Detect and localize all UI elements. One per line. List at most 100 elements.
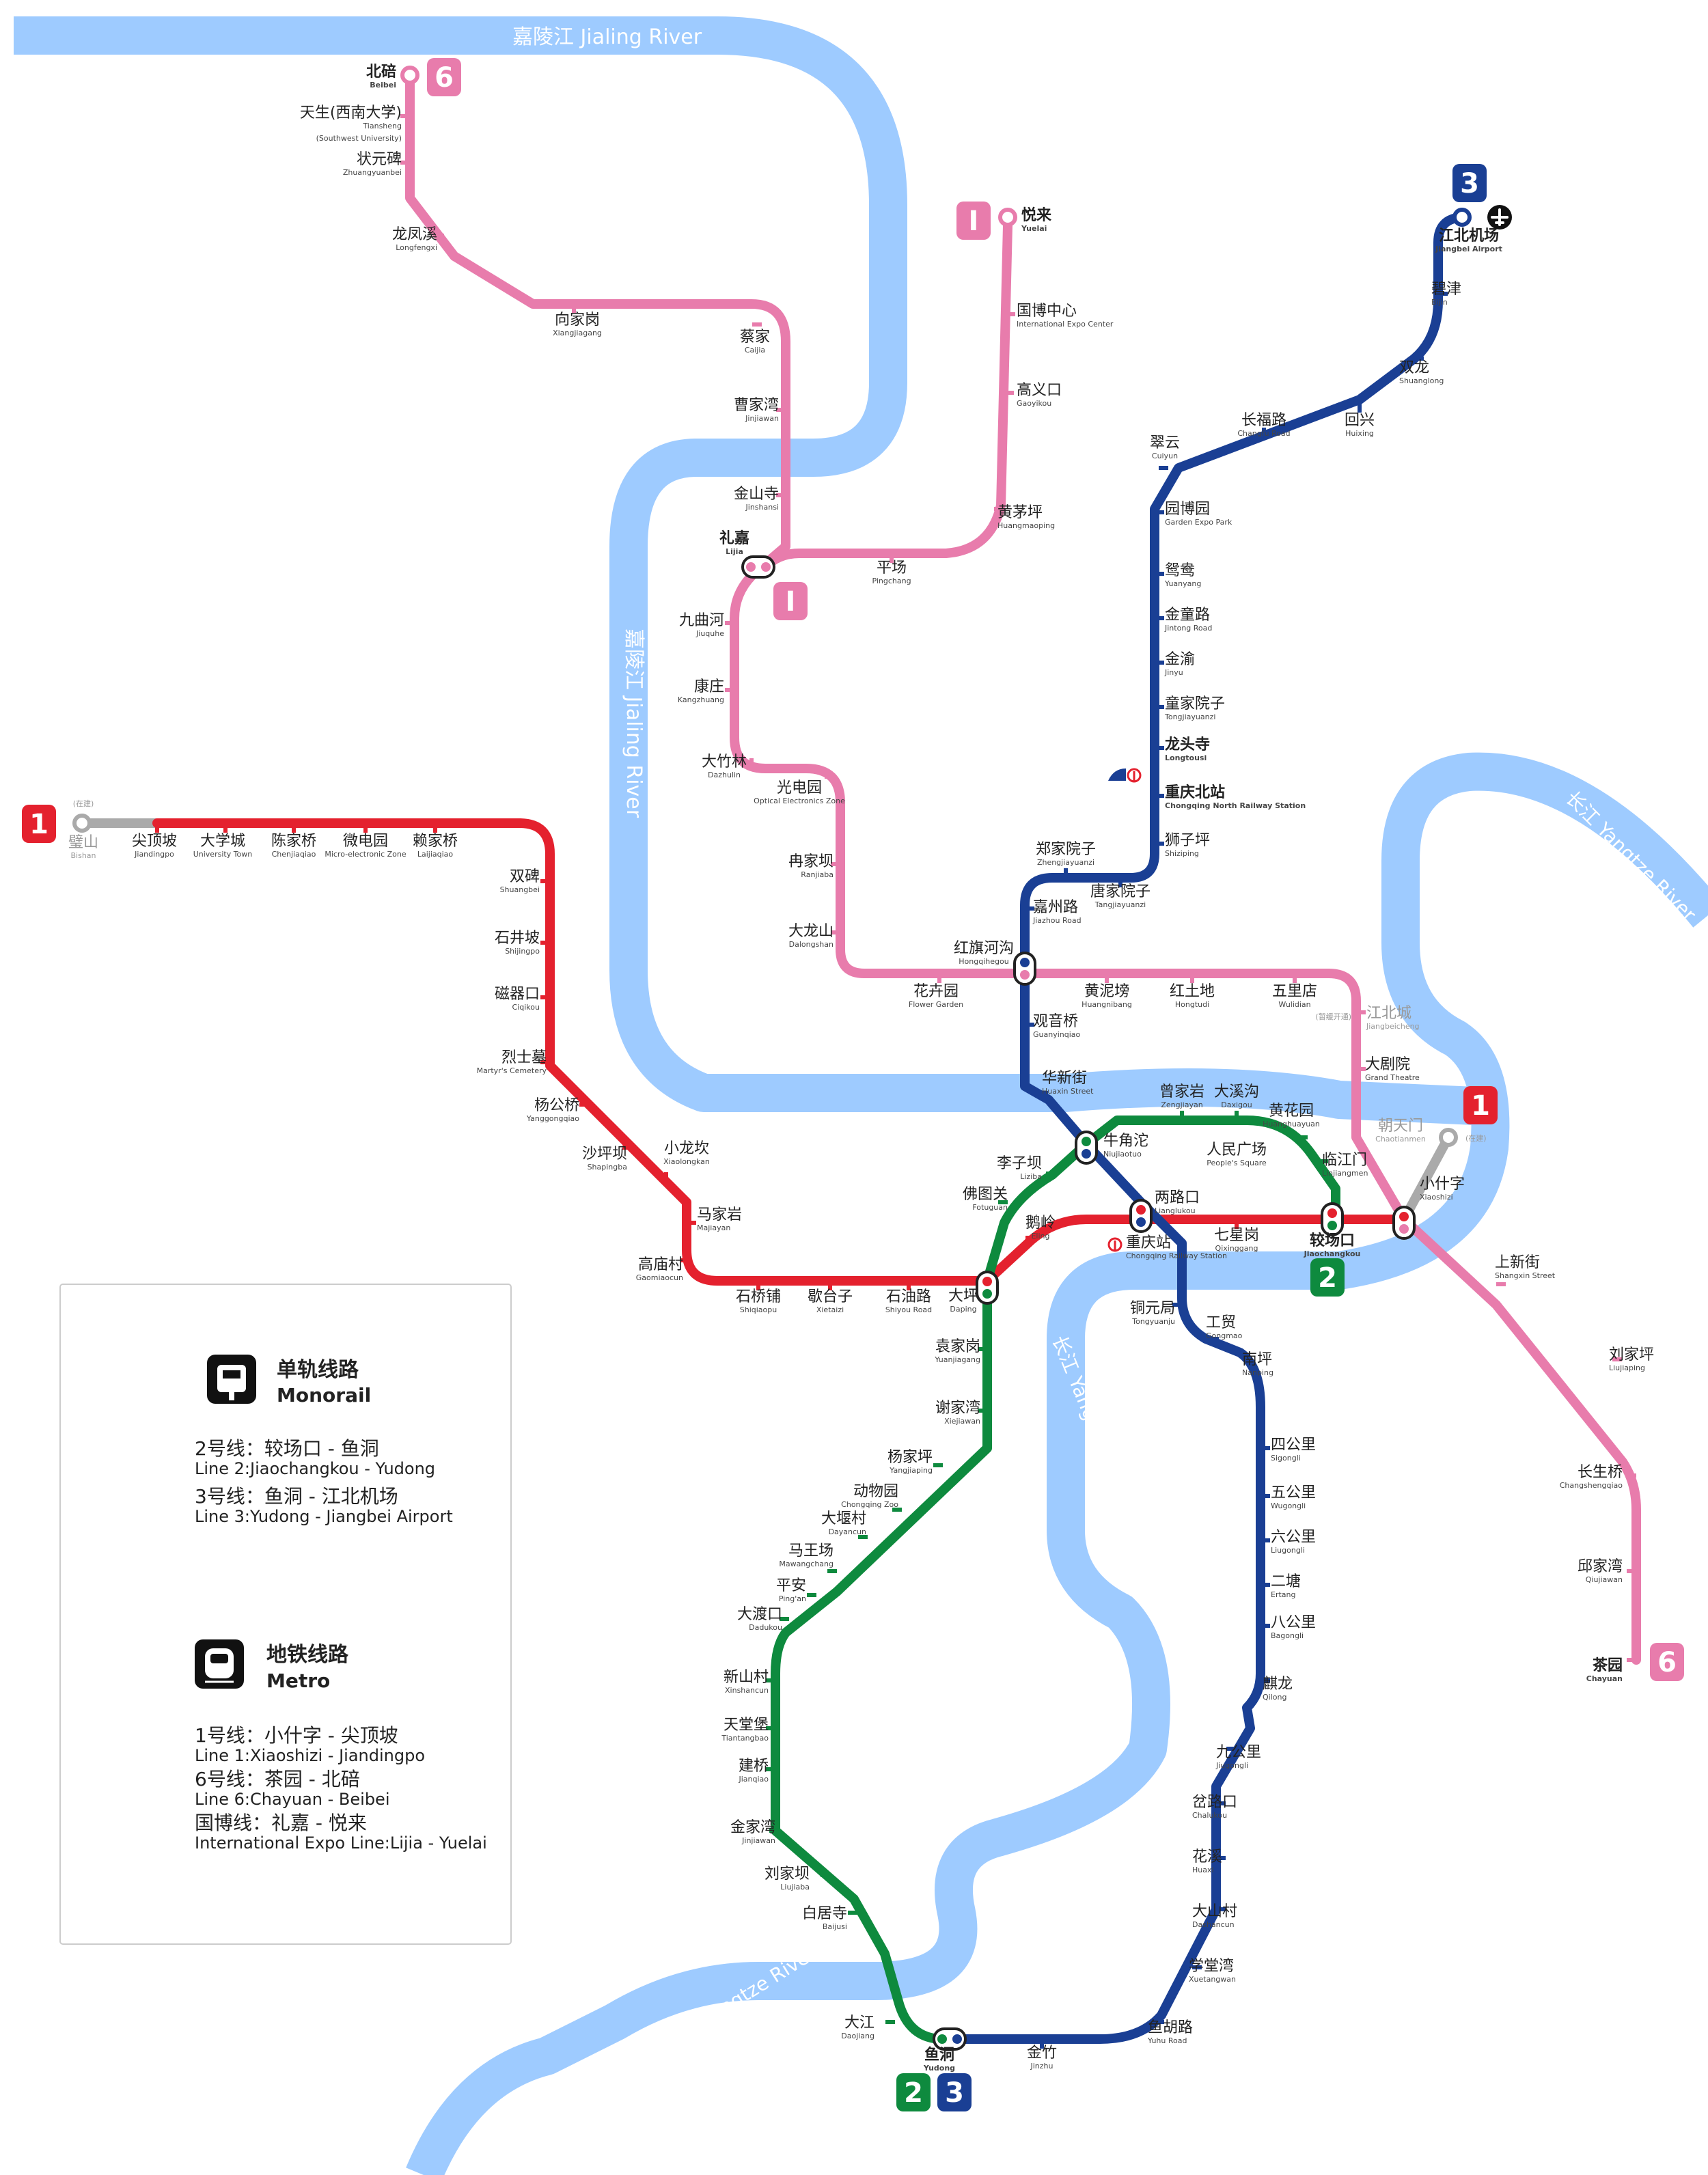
badge-line-1-east-number: 1	[1471, 1090, 1490, 1122]
station-name-jinshansi: 金山寺	[734, 486, 779, 503]
station-name-dazhulin: 大竹林	[702, 753, 747, 771]
station-name-en-huangmaoping: Huangmaoping	[997, 521, 1055, 530]
station-name-en-shiziping: Shiziping	[1165, 849, 1199, 858]
legend-expo-line-en: International Expo Line:Lijia - Yuelai	[195, 1833, 487, 1853]
station-name-jinjiawan: 金家湾	[730, 1819, 775, 1836]
station-name-liujiaping: 刘家坪	[1609, 1346, 1654, 1363]
station-name-daxigou: 大溪沟	[1214, 1083, 1259, 1100]
legend-line-2-zh: 2号线：较场口 - 鱼洞	[195, 1437, 379, 1460]
high-speed-rail-icon	[1108, 768, 1126, 781]
station-name-zengjiayan: 曾家岩	[1159, 1083, 1204, 1100]
station-name-en-jiaochangkou: Jiaochangkou	[1304, 1249, 1361, 1258]
station-name-xiangjiagang: 向家岗	[555, 311, 600, 329]
station-name-en-yudong: Yudong	[923, 2064, 955, 2073]
station-name-en-guobozhongxin: International Expo Center	[1017, 320, 1114, 329]
badge-line-3-north-number: 3	[1460, 168, 1479, 199]
station-name-caijia: 蔡家	[740, 329, 770, 346]
station-name-pingchang: 平场	[877, 559, 907, 577]
interchange-hongqihegou	[1013, 952, 1036, 986]
station-bishan	[72, 814, 92, 833]
station-name-en-chongqing_station: Chongqing Railway Station	[1126, 1251, 1227, 1260]
station-name-en-zengjiayan: Zengjiayan	[1161, 1100, 1202, 1109]
station-name-en-longfengxi: Longfengxi	[396, 243, 437, 252]
interchange-daping-capsule	[976, 1271, 999, 1305]
station-name-jiangbeicheng: 江北城	[1366, 1005, 1411, 1022]
station-name-tongyuanju: 铜元局	[1130, 1300, 1175, 1317]
station-name-en-huahuiyuan: Flower Garden	[909, 1000, 963, 1009]
station-name-en-bagongli: Bagongli	[1271, 1631, 1304, 1640]
river-label-jialing-top: 嘉陵江 Jialing River	[512, 25, 702, 49]
station-name-en-hongtudi: Hongtudi	[1175, 1000, 1209, 1009]
station-name-en-dazhulin: Dazhulin	[708, 771, 741, 779]
station-name-chongqing_station: 重庆站	[1126, 1234, 1171, 1251]
legend-line-6-zh: 6号线：茶园 - 北碚	[195, 1768, 360, 1790]
station-name-en-xiaolongkan: Xiaolongkan	[663, 1157, 710, 1166]
station-name-huixing: 回兴	[1345, 412, 1375, 429]
station-name-tiantangbao: 天堂堡	[724, 1717, 769, 1734]
station-name-en-dashancun: Dashancun	[1192, 1920, 1235, 1929]
station-name-pingan: 平安	[776, 1577, 806, 1594]
station-name-bijin: 碧津	[1431, 281, 1461, 298]
legend-line-1-zh: 1号线：小什字 - 尖顶坡	[195, 1724, 398, 1747]
station-name-sigongli: 四公里	[1271, 1437, 1316, 1454]
station-name-longfengxi: 龙凤溪	[392, 226, 437, 243]
interchange-hongqihegou-dot-a	[1020, 958, 1030, 967]
station-name-jintonglu: 金童路	[1165, 607, 1210, 624]
stations	[72, 66, 1636, 2051]
station-name-zhengjiayuanzi: 郑家院子	[1036, 841, 1096, 858]
station-name-shapingba: 沙坪坝	[582, 1146, 627, 1163]
station-name-en-gongmao: Gongmao	[1206, 1331, 1243, 1340]
badge-line-2-south-bg	[896, 2073, 931, 2111]
station-name-en-liugongli: Liugongli	[1271, 1546, 1305, 1555]
station-name-en-tongjiayuanzi: Tongjiayuanzi	[1164, 712, 1215, 721]
station-name-bishan: 璧山	[68, 834, 98, 851]
badge-line-3-south-bg	[937, 2073, 972, 2111]
monorail-icon-rail	[229, 1392, 234, 1400]
station-name-en-chenjiaqiao: Chenjiaqiao	[272, 850, 316, 859]
interchange-lijia-dot-a	[746, 562, 756, 572]
station-name-yuanjiagang: 袁家岗	[935, 1338, 980, 1355]
interchange-lijia-dot-b	[761, 562, 771, 572]
interchange-lijia	[741, 555, 775, 579]
badge-line-2-south-number: 2	[904, 2077, 923, 2109]
station-name-en-yuanjiagang: Yuanjiagang	[934, 1355, 980, 1364]
station-name-en-dayancun: Dayancun	[829, 1527, 866, 1536]
railway-icon-ring	[1107, 1237, 1122, 1252]
badge-expo-north-bg	[956, 202, 991, 240]
interchange-hongqihegou-capsule	[1013, 952, 1036, 986]
station-name-en-shuangbei: Shuangbei	[500, 885, 540, 894]
badge-line-1-east: 1	[1463, 1086, 1498, 1124]
monorail-train-icon	[207, 1355, 256, 1404]
interchange-daping-dot-a	[982, 1277, 992, 1286]
station-name-caojiawan: 曹家湾	[734, 397, 779, 414]
station-name-en-pingan: Ping'an	[779, 1594, 806, 1603]
station-name-en-shijingpo: Shijingpo	[505, 947, 540, 956]
badge-line-3-north-bg	[1452, 164, 1487, 202]
interchange-xiaoshizi	[1392, 1206, 1416, 1240]
station-name-en-yuelai: Yuelai	[1021, 224, 1047, 233]
interchange-lianglukou-capsule	[1129, 1199, 1153, 1233]
station-name-huaxinjie: 华新街	[1042, 1070, 1087, 1087]
legend-box	[59, 1284, 512, 1945]
station-name-xiejiawan: 谢家湾	[935, 1400, 980, 1417]
station-name-en-yuanboyuan: Garden Expo Park	[1165, 518, 1232, 527]
jialing-river	[14, 16, 1491, 1126]
station-name-jiaochangkou: 较场口	[1310, 1232, 1355, 1249]
station-name-tiansheng: 天生(西南大学)	[300, 105, 402, 122]
station-name-chayuan: 茶园	[1593, 1657, 1623, 1674]
station-name-yuanyang: 鸳鸯	[1165, 562, 1195, 579]
legend-monorail-zh: 单轨线路	[277, 1358, 359, 1382]
station-name-en-huixing: Huixing	[1345, 429, 1374, 438]
railway-station-icon	[1107, 1237, 1122, 1252]
station-name-en-xiejiawan: Xiejiawan	[944, 1417, 980, 1426]
airplane-icon-shape	[1491, 208, 1509, 226]
station-name-en-caijia: Caijia	[745, 346, 765, 355]
station-name-wulidian: 五里店	[1272, 983, 1317, 1000]
station-name-kangzhuang: 康庄	[694, 678, 724, 695]
badge-line-6-south-number: 6	[1657, 1647, 1677, 1678]
station-name-dayancun: 大堰村	[821, 1510, 866, 1527]
interchange-niujiaotuo	[1075, 1131, 1098, 1165]
station-name-en-xinshancun: Xinshancun	[725, 1686, 769, 1695]
line-international-expo	[760, 221, 1013, 572]
station-name-en-guanyinqiao: Guanyinqiao	[1033, 1030, 1081, 1039]
